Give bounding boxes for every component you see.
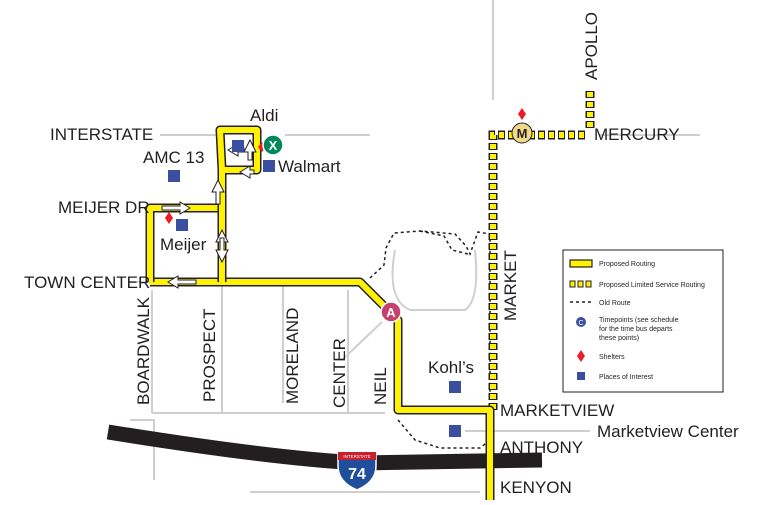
old-route-north-loop xyxy=(369,230,491,400)
arrow-icon xyxy=(239,165,255,179)
old-route-south-loop xyxy=(397,419,491,449)
walmart-label: Walmart xyxy=(278,157,341,176)
timepoint-a-label: A xyxy=(386,305,396,320)
arrow-icon xyxy=(211,178,225,205)
kohls-label: Kohl’s xyxy=(428,358,474,377)
prospect-label: PROSPECT xyxy=(200,308,219,402)
legend-proposed-label: Proposed Routing xyxy=(599,261,655,268)
center-label: CENTER xyxy=(330,338,349,408)
amc-label: AMC 13 xyxy=(143,148,204,167)
legend-limited-label: Proposed Limited Service Routing xyxy=(599,282,705,289)
legend-box xyxy=(562,249,724,393)
shelter-icon xyxy=(518,108,526,120)
street-labels: INTERSTATE MEIJER DR TOWN CENTER BOARDWA… xyxy=(24,12,680,497)
legend-proposed-swatch xyxy=(569,259,593,268)
legend-limited-swatch xyxy=(569,280,592,288)
timepoint-m-label: M xyxy=(517,126,528,141)
timepoint-a: A xyxy=(380,301,402,323)
legend-old-route-label: Old Route xyxy=(599,300,631,307)
moreland-label: MORELAND xyxy=(283,308,302,404)
legend-timepoint-label-2: for the time bus departs xyxy=(599,326,673,333)
interstate-label: INTERSTATE xyxy=(50,125,153,144)
market-label: MARKET xyxy=(501,250,520,321)
meijer-place-icon xyxy=(176,219,188,231)
boardwalk-label: BOARDWALK xyxy=(134,296,153,405)
aldi-label: Aldi xyxy=(250,106,278,125)
timepoint-m: M xyxy=(511,122,533,144)
legend-shelter-icon xyxy=(577,350,585,362)
legend-place-label: Places of Interest xyxy=(599,374,653,381)
neil-label: NEIL xyxy=(371,367,390,405)
limited-service-routing xyxy=(488,88,595,410)
legend-place-icon xyxy=(577,372,585,380)
kohls-place-icon xyxy=(449,381,461,393)
interstate-74-shield: INTERSTATE 74 xyxy=(337,451,377,491)
town-center-label: TOWN CENTER xyxy=(24,273,150,292)
arrow-icon xyxy=(243,138,257,161)
arrow-icon xyxy=(161,201,191,215)
amc-place-icon xyxy=(168,170,180,182)
timepoint-x-label: X xyxy=(269,138,278,153)
arrow-icon xyxy=(167,275,197,289)
timepoint-x: X xyxy=(262,134,284,156)
direction-arrows xyxy=(161,138,257,289)
marketview-center-label: Marketview Center xyxy=(597,422,739,441)
mercury-label: MERCURY xyxy=(594,125,680,144)
shield-number: 74 xyxy=(348,466,366,483)
local-loop xyxy=(391,249,478,311)
arrow-icon xyxy=(215,237,229,264)
legend-timepoint-symbol: C xyxy=(578,320,583,327)
interstate-74-highway xyxy=(106,424,543,471)
legend-shelter-label: Shelters xyxy=(599,354,625,361)
kenyon-label: KENYON xyxy=(500,478,572,497)
meijer-dr-label: MEIJER DR xyxy=(58,198,150,217)
legend-timepoint-icon xyxy=(576,317,586,327)
walmart-place-icon xyxy=(263,160,275,172)
shield-top-text: INTERSTATE xyxy=(343,454,370,459)
old-route xyxy=(369,230,491,449)
street-grid xyxy=(128,0,700,493)
apollo-label: APOLLO xyxy=(582,12,601,80)
places-of-interest xyxy=(168,140,461,437)
marketview-center-place-icon xyxy=(449,425,461,437)
legend-timepoint-label-3: these points) xyxy=(599,335,639,342)
legend: Proposed Routing Proposed Limited Servic… xyxy=(562,249,724,393)
place-labels: Aldi AMC 13 Walmart Meijer Kohl’s Market… xyxy=(143,106,739,441)
old-route-north-branch xyxy=(419,230,469,255)
center-leader-line xyxy=(341,321,383,361)
mall-block-line xyxy=(130,419,155,480)
marketview-label: MARKETVIEW xyxy=(500,401,614,420)
legend-timepoint-label-1: Timepoints (see schedule xyxy=(599,317,679,324)
shelter-icon xyxy=(165,212,173,224)
meijer-label: Meijer xyxy=(160,235,207,254)
aldi-place-icon xyxy=(232,140,244,152)
anthony-label: ANTHONY xyxy=(500,438,583,457)
